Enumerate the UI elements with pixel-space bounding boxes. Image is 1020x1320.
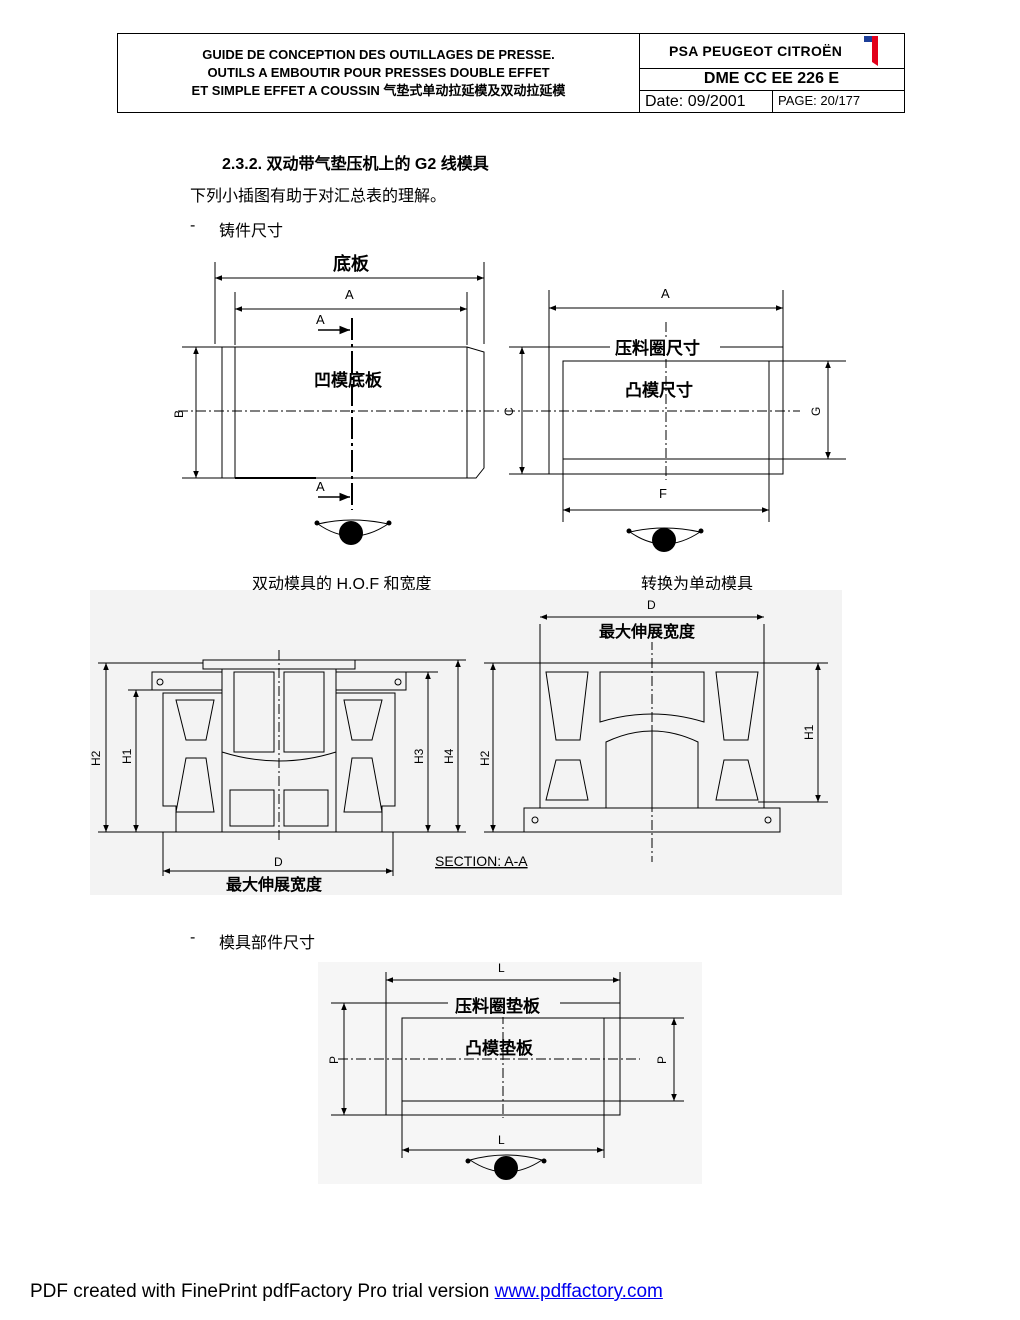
svg-text:D: D <box>647 598 656 612</box>
svg-text:SECTION: A-A: SECTION: A-A <box>435 853 528 869</box>
document-date: Date: 09/2001 <box>639 90 773 112</box>
svg-text:A: A <box>345 287 354 302</box>
page-header: GUIDE DE CONCEPTION DES OUTILLAGES DE PR… <box>117 33 905 113</box>
svg-text:凸模尺寸: 凸模尺寸 <box>625 380 693 400</box>
pad-dimensions-figure: L L P P 压料圈垫板 凸模垫板 <box>327 961 684 1180</box>
bullet-die-component-dimensions: 模具部件尺寸 <box>219 935 316 952</box>
title-line-2: OUTILS A EMBOUTIR POUR PRESSES DOUBLE EF… <box>207 65 550 80</box>
svg-text:G: G <box>809 407 823 416</box>
svg-text:H4: H4 <box>442 748 456 764</box>
svg-text:A: A <box>316 312 325 327</box>
bullet-dash-2: - <box>190 929 196 946</box>
title-line-1: GUIDE DE CONCEPTION DES OUTILLAGES DE PR… <box>202 47 555 62</box>
svg-text:最大伸展宽度: 最大伸展宽度 <box>599 622 696 641</box>
bullet-casting-dimensions: 铸件尺寸 <box>219 223 284 240</box>
view-direction-eye-icon <box>314 519 392 545</box>
svg-text:底板: 底板 <box>333 253 370 274</box>
title-line-3: ET SIMPLE EFFET A COUSSIN 气垫式单动拉延模及双动拉延模 <box>191 83 566 98</box>
svg-text:P: P <box>655 1056 669 1064</box>
bullet-dash-1: - <box>190 217 196 234</box>
intro-text: 下列小插图有助于对汇总表的理解。 <box>190 188 447 205</box>
svg-text:H1: H1 <box>120 748 134 764</box>
svg-text:A: A <box>316 479 325 494</box>
footer-text: PDF created with FinePrint pdfFactory Pr… <box>30 1281 495 1302</box>
view-direction-eye-icon <box>626 527 704 552</box>
document-reference: DME CC EE 226 E <box>639 68 904 91</box>
view-direction-eye-icon <box>465 1154 547 1180</box>
svg-text:H1: H1 <box>802 724 816 740</box>
svg-text:A: A <box>661 286 670 301</box>
svg-text:最大伸展宽度: 最大伸展宽度 <box>226 875 323 894</box>
svg-text:B: B <box>172 410 186 418</box>
svg-text:凹模底板: 凹模底板 <box>314 370 383 390</box>
svg-text:压料圈垫板: 压料圈垫板 <box>455 996 541 1016</box>
page-number: PAGE: 20/177 <box>778 93 861 108</box>
svg-text:凸模垫板: 凸模垫板 <box>465 1038 534 1058</box>
svg-text:D: D <box>274 855 283 869</box>
svg-text:C: C <box>502 407 516 416</box>
caption-single-action: 转换为单动模具 <box>641 576 754 593</box>
caption-double-action: 双动模具的 H.O.F 和宽度 <box>252 576 432 593</box>
logo-text: PSA PEUGEOT CITROËN <box>669 43 843 59</box>
svg-text:H3: H3 <box>412 748 426 764</box>
document-title: GUIDE DE CONCEPTION DES OUTILLAGES DE PR… <box>118 34 640 112</box>
company-logo: PSA PEUGEOT CITROËN <box>639 34 904 69</box>
svg-text:H2: H2 <box>89 750 103 766</box>
pdffactory-link[interactable]: www.pdffactory.com <box>494 1281 663 1302</box>
svg-text:H2: H2 <box>478 750 492 766</box>
svg-text:F: F <box>659 486 667 501</box>
svg-text:P: P <box>327 1056 341 1064</box>
pdf-footer: PDF created with FinePrint pdfFactory Pr… <box>30 1281 663 1303</box>
svg-text:L: L <box>498 1133 505 1147</box>
svg-text:L: L <box>498 961 505 975</box>
section-heading: 2.3.2. 双动带气垫压机上的 G2 线模具 <box>222 156 489 173</box>
svg-text:压料圈尺寸: 压料圈尺寸 <box>615 338 700 358</box>
die-section-figure: D D H2 H1 H3 H4 H2 H1 最大伸展宽度 最大伸展宽度 SECT… <box>89 590 842 895</box>
casting-dimensions-figure: A A A A F 底板 凹模底板 压料圈尺寸 凸模尺寸 B C G <box>172 252 846 552</box>
logo-flag-icon <box>864 36 878 66</box>
